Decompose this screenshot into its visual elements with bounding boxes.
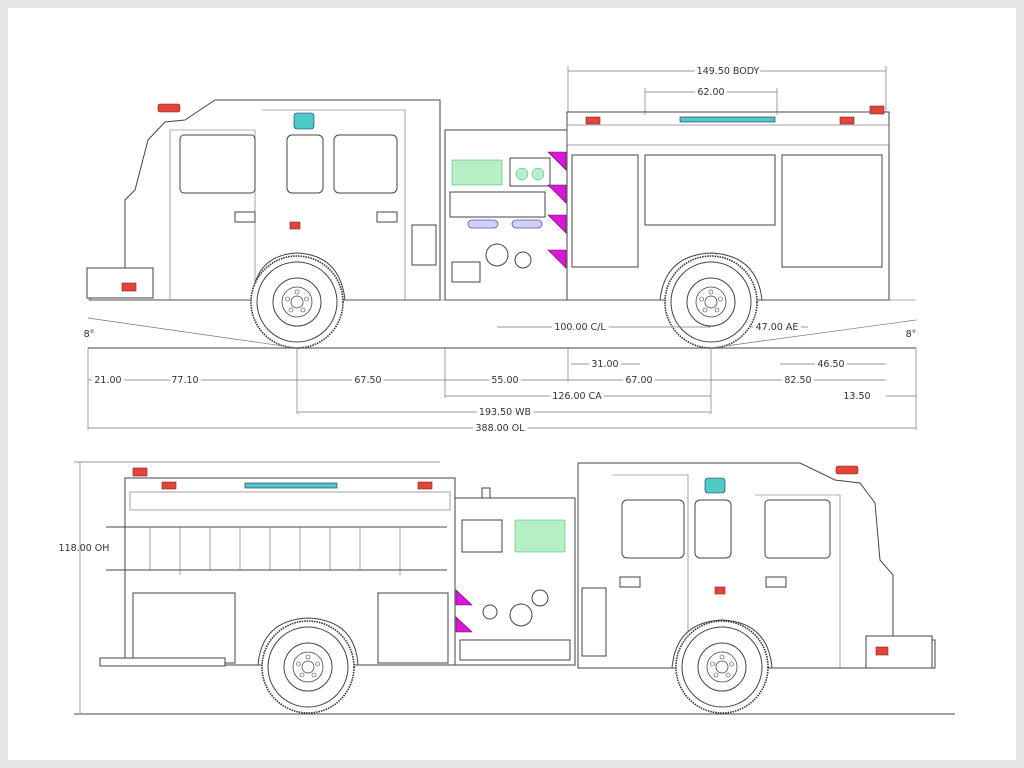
door-handle bbox=[234, 211, 256, 223]
cab-compartment-door bbox=[411, 224, 437, 266]
rear-wheel bbox=[261, 620, 355, 714]
dim-bumper-to-axle: 77.10 bbox=[171, 375, 198, 386]
discharge-valve-row bbox=[459, 639, 571, 661]
compartment-door bbox=[571, 154, 639, 268]
discharge-valve-row bbox=[449, 191, 546, 218]
compartment-door bbox=[781, 154, 883, 268]
discharge-cap bbox=[455, 589, 473, 606]
dim-rear-compartment: 46.50 bbox=[817, 359, 844, 370]
bumper-light bbox=[121, 282, 137, 292]
cab-small-window bbox=[694, 499, 732, 559]
dim-body-to-rear-axle: 67.00 bbox=[625, 375, 652, 386]
cab-front-window bbox=[179, 134, 256, 194]
cab-small-window bbox=[286, 134, 324, 194]
dim-tailboard: 13.50 bbox=[843, 391, 870, 402]
cab-compartment-door bbox=[581, 587, 607, 657]
front-wheel bbox=[675, 620, 769, 714]
cab-beacon bbox=[157, 103, 181, 113]
front-wheel bbox=[250, 255, 344, 349]
dim-front-overhang: 21.00 bbox=[94, 375, 121, 386]
dim-body-length: 149.50 BODY bbox=[697, 66, 760, 77]
dim-departure-angle: 8° bbox=[906, 329, 917, 340]
pump-intake bbox=[485, 243, 509, 267]
compartment-door bbox=[644, 154, 776, 226]
top-truck-elevation bbox=[86, 99, 916, 301]
pump-intake bbox=[509, 603, 533, 627]
bottom-truck-elevation bbox=[74, 461, 955, 715]
dimension-labels: 149.50 BODY 62.00 100.00 C/L 47.00 AE 8°… bbox=[56, 63, 917, 557]
master-gauge-panel bbox=[509, 157, 551, 187]
dim-overall-length: 388.00 OL bbox=[475, 423, 525, 434]
cab-rear-window bbox=[621, 499, 685, 559]
cab-front-window bbox=[764, 499, 831, 559]
compartment-door bbox=[132, 592, 236, 664]
dimension-lines bbox=[87, 66, 917, 430]
front-bumper bbox=[865, 635, 933, 669]
body-light-bar bbox=[679, 116, 776, 123]
dim-approach-angle: 8° bbox=[84, 329, 95, 340]
compartment-door bbox=[377, 592, 449, 664]
front-bumper bbox=[86, 267, 154, 299]
rear-wheel bbox=[664, 255, 758, 349]
cab-rear-window bbox=[333, 134, 398, 194]
dim-cab-to-axle: 126.00 CA bbox=[552, 391, 602, 402]
pump-gauge-area bbox=[514, 519, 566, 553]
door-handle bbox=[376, 211, 398, 223]
dim-axle-to-cab: 67.50 bbox=[354, 375, 381, 386]
dim-overall-height: 118.00 OH bbox=[59, 543, 110, 554]
dim-light-bar: 62.00 bbox=[697, 87, 724, 98]
cab-roof-light bbox=[704, 477, 726, 494]
cab-beacon bbox=[835, 465, 859, 475]
discharge-cap bbox=[547, 151, 567, 171]
dim-wheelbase: 193.50 WB bbox=[479, 407, 531, 418]
dim-pump-module: 55.00 bbox=[491, 375, 518, 386]
pump-gauge-area bbox=[451, 159, 503, 186]
dim-compartment: 31.00 bbox=[591, 359, 618, 370]
dim-angle-of-exit: 47.00 AE bbox=[756, 322, 799, 333]
marker-light bbox=[289, 221, 301, 230]
dim-centerline: 100.00 C/L bbox=[554, 322, 606, 333]
body-light-bar bbox=[244, 482, 338, 489]
dim-rear-overhang: 82.50 bbox=[784, 375, 811, 386]
cab-roof-light bbox=[293, 112, 315, 130]
